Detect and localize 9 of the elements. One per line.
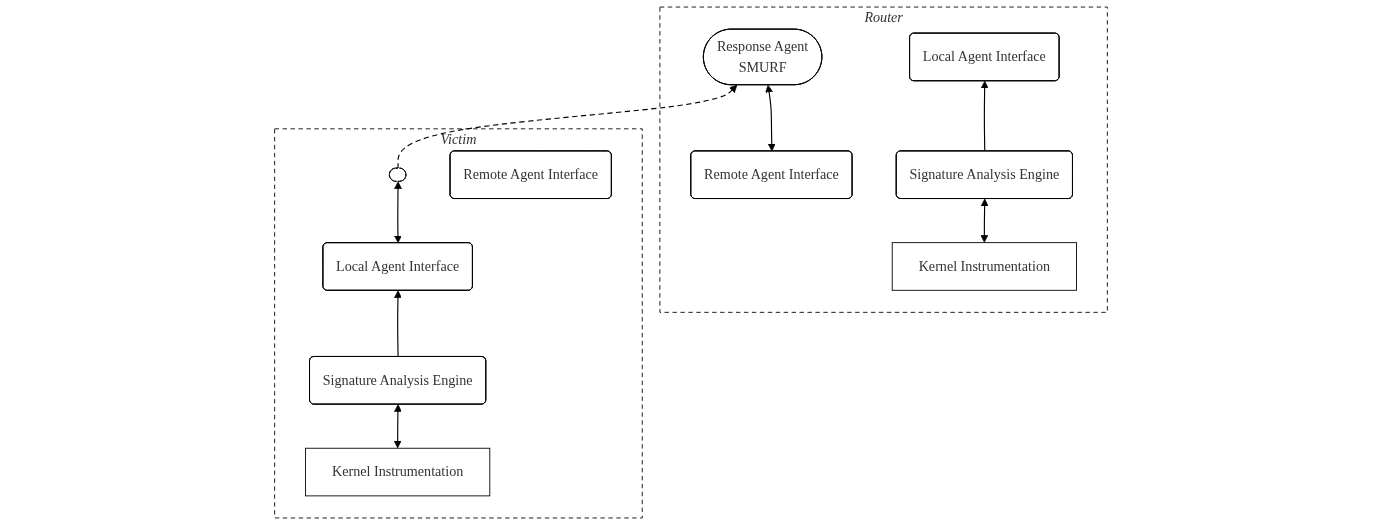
arrow — [980, 80, 989, 152]
node-box: Kernel Instrumentation — [891, 242, 1077, 291]
arrow — [394, 290, 402, 358]
arrow — [393, 404, 402, 449]
arrow — [394, 181, 402, 244]
arrow — [765, 84, 776, 152]
node-box: Kernel Instrumentation — [305, 447, 491, 497]
arrow — [980, 198, 989, 243]
arrow — [397, 84, 738, 170]
